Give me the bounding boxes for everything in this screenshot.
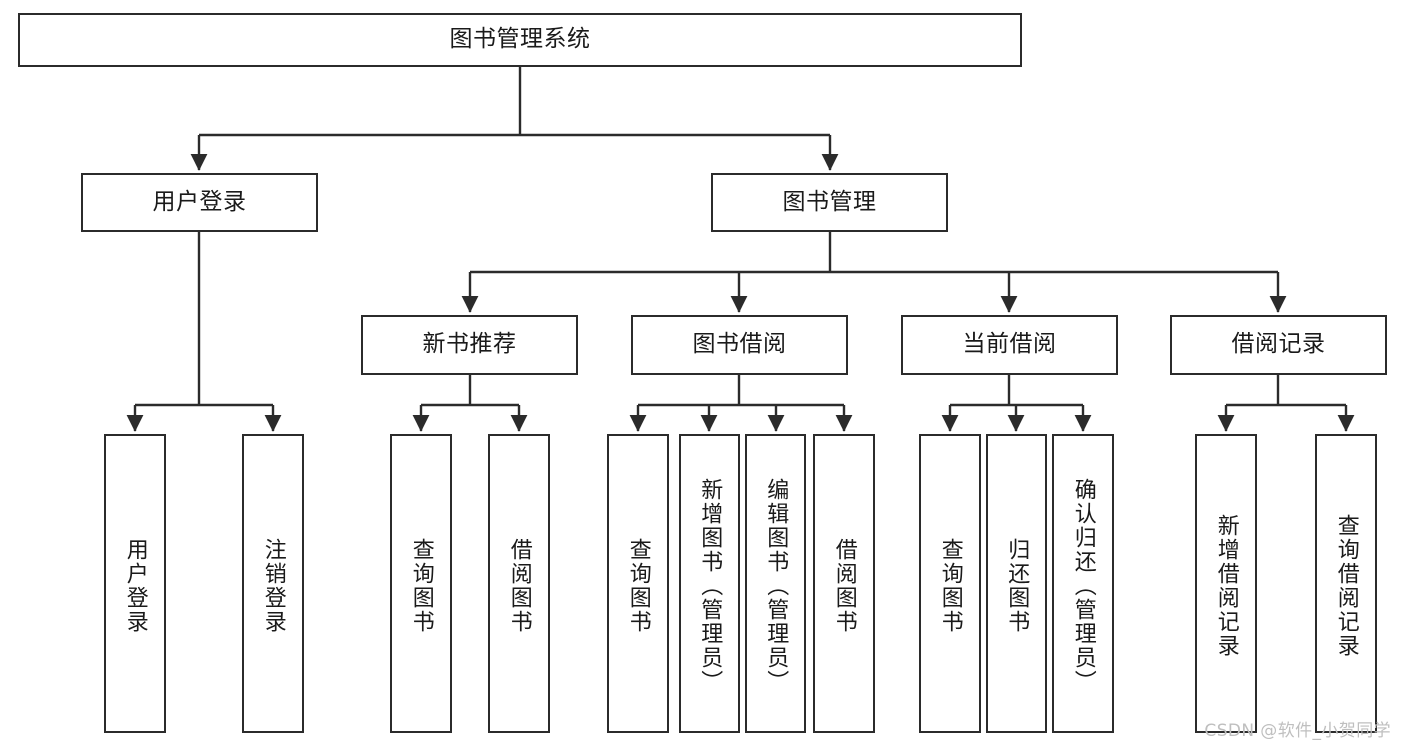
node-borrow-record[interactable]: 借阅记录	[1170, 315, 1387, 375]
node-leaf-confirm-return[interactable]: 确认归还（管理员）	[1052, 434, 1114, 733]
node-new-book-recommend[interactable]: 新书推荐	[361, 315, 578, 375]
node-leaf-edit-book-label: 编辑图书（管理员）	[763, 477, 789, 694]
node-leaf-add-book[interactable]: 新增图书（管理员）	[679, 434, 740, 733]
node-borrow-record-label: 借阅记录	[1231, 331, 1326, 358]
node-new-book-recommend-label: 新书推荐	[422, 331, 517, 358]
node-book-borrow[interactable]: 图书借阅	[631, 315, 848, 375]
node-leaf-borrow-book-1-label: 借阅图书	[506, 537, 532, 634]
node-leaf-query-book-1-label: 查询图书	[408, 537, 434, 634]
node-leaf-query-book-1[interactable]: 查询图书	[390, 434, 452, 733]
node-leaf-borrow-book-2-label: 借阅图书	[831, 537, 857, 634]
node-root-label: 图书管理系统	[449, 26, 591, 53]
node-leaf-logout[interactable]: 注销登录	[242, 434, 304, 733]
node-current-borrow-label: 当前借阅	[962, 331, 1057, 358]
node-current-borrow[interactable]: 当前借阅	[901, 315, 1118, 375]
node-leaf-edit-book[interactable]: 编辑图书（管理员）	[745, 434, 806, 733]
node-leaf-add-record-label: 新增借阅记录	[1213, 513, 1239, 658]
node-leaf-logout-label: 注销登录	[260, 537, 286, 634]
node-leaf-query-book-3-label: 查询图书	[937, 537, 963, 634]
node-leaf-query-record-label: 查询借阅记录	[1333, 513, 1359, 658]
node-leaf-query-book-2-label: 查询图书	[625, 537, 651, 634]
node-leaf-add-book-label: 新增图书（管理员）	[697, 477, 723, 694]
node-leaf-user-login-label: 用户登录	[122, 537, 148, 634]
node-leaf-borrow-book-2[interactable]: 借阅图书	[813, 434, 875, 733]
node-book-borrow-label: 图书借阅	[692, 331, 787, 358]
node-leaf-query-book-2[interactable]: 查询图书	[607, 434, 669, 733]
node-user-login-label: 用户登录	[152, 188, 247, 215]
node-leaf-user-login[interactable]: 用户登录	[104, 434, 166, 733]
node-book-management-label: 图书管理	[782, 188, 877, 215]
node-book-management[interactable]: 图书管理	[711, 173, 948, 232]
node-leaf-query-record[interactable]: 查询借阅记录	[1315, 434, 1377, 733]
node-leaf-add-record[interactable]: 新增借阅记录	[1195, 434, 1257, 733]
node-leaf-query-book-3[interactable]: 查询图书	[919, 434, 981, 733]
node-leaf-confirm-return-label: 确认归还（管理员）	[1070, 477, 1096, 694]
node-user-login[interactable]: 用户登录	[81, 173, 318, 232]
node-leaf-return-book-label: 归还图书	[1004, 537, 1030, 634]
node-leaf-borrow-book-1[interactable]: 借阅图书	[488, 434, 550, 733]
node-root[interactable]: 图书管理系统	[18, 13, 1022, 67]
node-leaf-return-book[interactable]: 归还图书	[986, 434, 1047, 733]
